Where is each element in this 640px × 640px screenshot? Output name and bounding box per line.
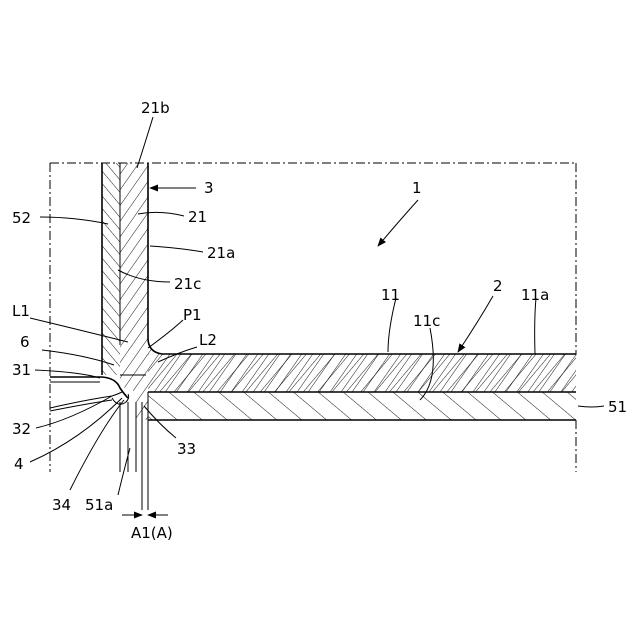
label-11a: 11a — [521, 286, 549, 304]
label-1: 1 — [412, 179, 422, 197]
label-L2: L2 — [199, 331, 217, 349]
label-34: 34 — [52, 496, 71, 514]
layer-52 — [102, 163, 120, 375]
label-3: 3 — [204, 179, 214, 197]
label-11c: 11c — [413, 312, 440, 330]
label-33: 33 — [177, 440, 196, 458]
label-21b: 21b — [141, 99, 170, 117]
layer-51 — [148, 392, 576, 420]
label-21: 21 — [188, 208, 207, 226]
label-P1: P1 — [183, 306, 202, 324]
label-11: 11 — [381, 286, 400, 304]
label-51a: 51a — [85, 496, 113, 514]
label-A1: A1(A) — [131, 524, 173, 542]
label-32: 32 — [12, 420, 31, 438]
label-2: 2 — [493, 277, 503, 295]
label-21c: 21c — [174, 275, 201, 293]
label-31: 31 — [12, 361, 31, 379]
label-L1: L1 — [12, 302, 30, 320]
label-6: 6 — [20, 333, 30, 351]
label-52: 52 — [12, 209, 31, 227]
label-51: 51 — [608, 398, 627, 416]
label-4: 4 — [14, 455, 24, 473]
joint-region — [50, 375, 148, 510]
label-21a: 21a — [207, 244, 235, 262]
